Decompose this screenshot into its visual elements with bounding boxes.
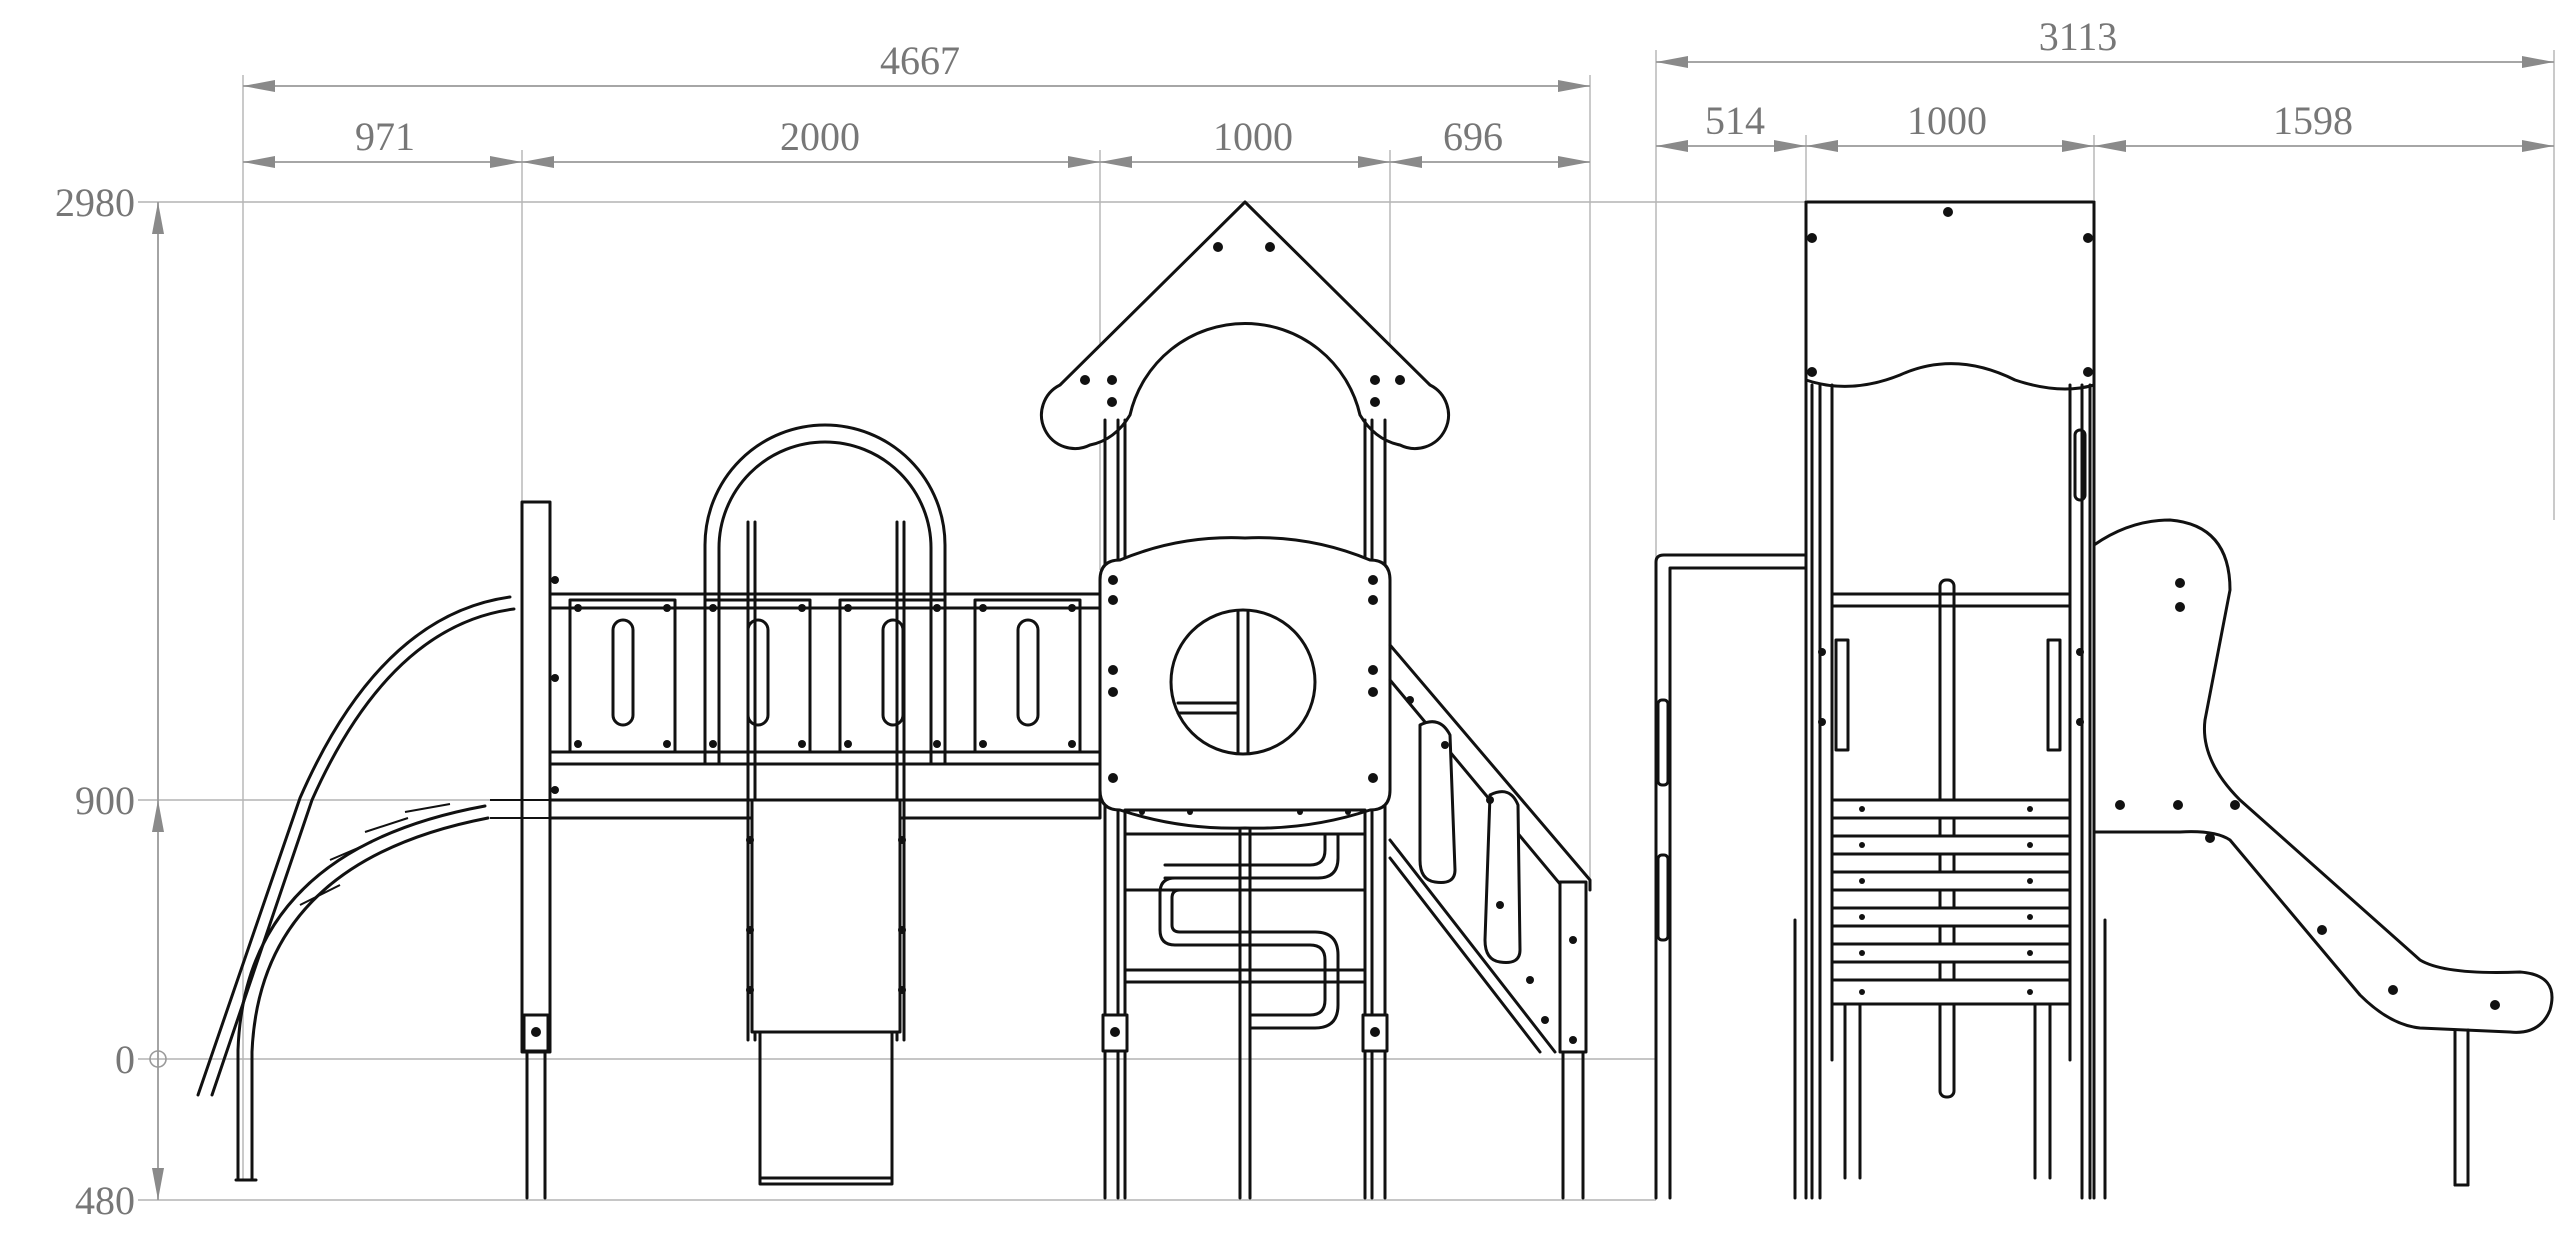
front-segment-1-dimension: 971	[355, 114, 415, 159]
front-segment-4-dimension: 696	[1443, 114, 1503, 159]
side-upper-rail	[1818, 592, 2084, 752]
front-segment-2-dimension: 2000	[780, 114, 860, 159]
arch	[703, 423, 947, 766]
tower-roof	[1039, 200, 1451, 451]
side-slide	[2092, 518, 2554, 1187]
left-post	[520, 500, 552, 1200]
dimension-lines	[138, 50, 2555, 1201]
level-0-label: 0	[115, 1037, 135, 1082]
level-900-label: 900	[75, 778, 135, 823]
tower-panel	[1098, 536, 1392, 836]
tower-climber	[1123, 828, 1367, 1200]
side-segment-2-dimension: 1000	[1907, 98, 1987, 143]
side-stair-treads	[1793, 798, 2107, 1200]
level-480-label: 480	[75, 1178, 135, 1223]
curved-ladder	[196, 595, 516, 1182]
front-segment-3-dimension: 1000	[1213, 114, 1293, 159]
side-view-drawing	[1654, 200, 2554, 1200]
front-stairs	[1388, 643, 1592, 1054]
side-overall-dimension: 3113	[2039, 14, 2118, 59]
side-segment-1-dimension: 514	[1705, 98, 1765, 143]
panel-railing	[548, 576, 1102, 802]
level-2980-label: 2980	[55, 180, 135, 225]
side-left-pole	[1654, 553, 1808, 1200]
side-roof-panel	[1804, 200, 2096, 391]
center-slide	[746, 520, 906, 1186]
right-post	[1558, 880, 1588, 1200]
side-segment-3-dimension: 1598	[2273, 98, 2353, 143]
front-overall-dimension: 4667	[880, 38, 960, 83]
front-view-drawing	[196, 200, 1592, 1200]
